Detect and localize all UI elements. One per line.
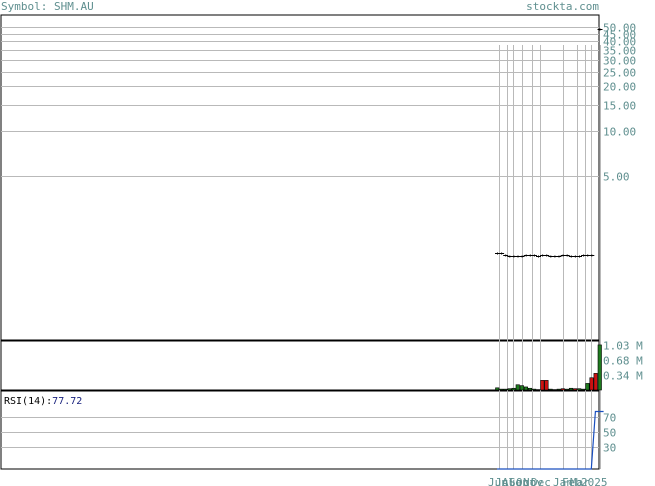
- volume-bar: [515, 384, 520, 391]
- volume-bar: [585, 383, 590, 391]
- price-panel: [0, 14, 600, 341]
- volume-tick-label: 0.68 M: [603, 355, 643, 368]
- volume-bar: [532, 388, 537, 391]
- volume-bar: [544, 380, 549, 391]
- volume-tick-label: 1.03 M: [603, 340, 643, 353]
- volume-bar: [548, 388, 553, 391]
- price-tick-label: 10.00: [603, 126, 636, 139]
- volume-bar: [560, 388, 565, 391]
- price-tick-label: 50.00: [603, 22, 636, 35]
- rsi-label: RSI(14):77.72: [4, 396, 82, 407]
- volume-bar: [523, 386, 529, 391]
- volume-bar: [507, 388, 512, 391]
- volume-bar: [593, 373, 598, 391]
- volume-tick-label: 0.34 M: [603, 370, 643, 383]
- x-tick-label: Dec: [531, 476, 551, 486]
- volume-bar: [597, 344, 602, 391]
- volume-bar: [577, 388, 582, 391]
- rsi-line: [497, 410, 604, 470]
- rsi-tick-label: 30: [603, 442, 616, 455]
- x-tick-label: Sep: [509, 476, 529, 486]
- symbol-prefix: Symbol:: [1, 0, 48, 13]
- volume-bar: [564, 388, 570, 391]
- volume-bar: [519, 385, 524, 391]
- rsi-tick-label: 70: [603, 412, 616, 425]
- x-tick-label: Aug: [502, 476, 522, 486]
- rsi-tick-label: 50: [603, 427, 616, 440]
- price-tick-label: 35.00: [603, 45, 636, 58]
- volume-panel: [0, 340, 600, 391]
- x-tick-label: Jun: [488, 476, 508, 486]
- rsi-value: 77.72: [52, 396, 83, 407]
- volume-bar: [581, 388, 586, 391]
- volume-bar: [499, 388, 504, 391]
- x-tick-label: Nov: [523, 476, 543, 486]
- volume-bar: [556, 388, 561, 391]
- source-link[interactable]: stockta.com: [526, 0, 599, 13]
- x-tick-label: Mar: [570, 476, 590, 486]
- price-tick-label: 15.00: [603, 100, 636, 113]
- price-tick-label: 30.00: [603, 55, 636, 68]
- price-tick-label: 5.00: [603, 171, 630, 184]
- volume-bar: [568, 387, 574, 391]
- price-tick-label: 40.00: [603, 36, 636, 49]
- volume-bar: [527, 387, 533, 391]
- x-tick-label: Feb: [562, 476, 582, 486]
- price-tick-label: 45.00: [603, 29, 636, 42]
- symbol-label: Symbol: SHM.AU: [1, 0, 94, 13]
- rsi-panel: [0, 390, 600, 470]
- volume-bar: [589, 377, 594, 391]
- volume-bar: [540, 380, 545, 391]
- x-tick-label: Jul: [495, 476, 515, 486]
- volume-bar: [511, 387, 516, 391]
- price-tick-label: 20.00: [603, 81, 636, 94]
- x-tick-label: Oct: [516, 476, 536, 486]
- x-tick-label: 2025: [581, 476, 608, 486]
- volume-bar: [503, 388, 508, 391]
- volume-bar: [573, 388, 578, 391]
- volume-bar: [495, 387, 500, 391]
- rsi-title: RSI(14):: [4, 396, 53, 407]
- symbol-value: SHM.AU: [53, 0, 94, 13]
- x-tick-label: Jan: [553, 476, 573, 486]
- price-tick-label: 25.00: [603, 67, 636, 80]
